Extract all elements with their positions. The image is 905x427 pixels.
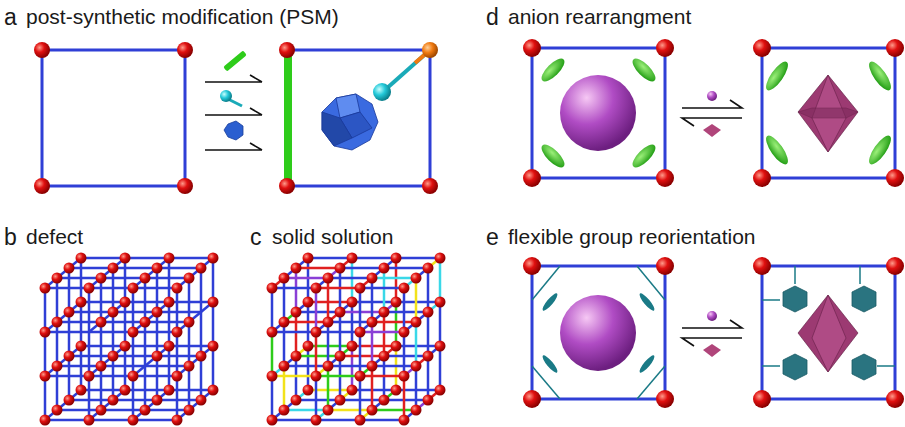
- anion-panel: [523, 39, 904, 187]
- flexible-panel: [523, 257, 904, 408]
- psm-panel: [34, 42, 438, 194]
- panel-title: flexible group reorientation: [508, 226, 756, 247]
- defect-lattice: [40, 253, 219, 426]
- solid-solution-lattice: [267, 253, 446, 426]
- panel-letter: c: [250, 226, 262, 249]
- panel-title: defect: [26, 226, 83, 247]
- panel-letter: d: [486, 6, 499, 29]
- panel-letter: e: [486, 226, 499, 249]
- panel-title: anion rearrangment: [508, 6, 691, 27]
- panel-title: solid solution: [272, 226, 393, 247]
- panel-letter: b: [4, 226, 17, 249]
- panel-title: post-synthetic modification (PSM): [26, 6, 339, 27]
- panel-letter: a: [4, 6, 17, 29]
